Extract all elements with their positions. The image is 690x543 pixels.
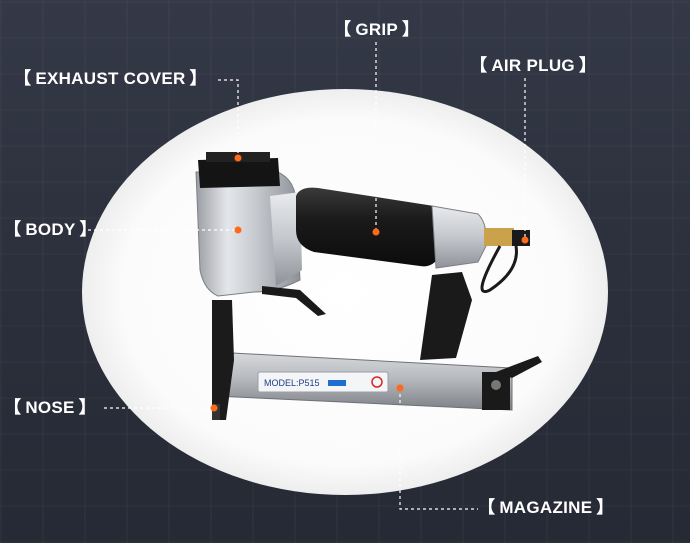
label-magazine-text: MAGAZINE (499, 498, 593, 517)
nose-column (212, 300, 234, 420)
label-exhaust-cover: 【EXHAUST COVER】 (14, 69, 207, 88)
spotlight-ellipse (82, 89, 608, 495)
rear-bracket (420, 272, 472, 360)
nail-gun (195, 152, 542, 420)
marker-nose (210, 404, 218, 412)
markers (210, 154, 529, 412)
leader-exhaust-cover (218, 79, 239, 158)
nose-tip (212, 404, 220, 420)
plate-blue-arrow (328, 380, 346, 386)
label-air-plug-text: AIR PLUG (491, 56, 575, 75)
label-nose: 【NOSE】 (4, 398, 97, 417)
label-grip-text: GRIP (355, 20, 399, 39)
label-grip: 【GRIP】 (334, 20, 420, 39)
model-plate-text: MODEL:P515 (264, 378, 320, 388)
marker-magazine (396, 384, 404, 392)
leader-lines (88, 42, 526, 510)
trigger (262, 286, 326, 316)
body-neck (270, 192, 302, 286)
marker-grip (372, 228, 380, 236)
magazine-end-cap (482, 372, 510, 410)
grip-handle (296, 187, 445, 267)
magazine-latch (496, 356, 542, 378)
label-air-plug: 【AIR PLUG】 (470, 56, 597, 75)
air-plug-hose-loop (480, 245, 518, 293)
label-exhaust-cover-text: EXHAUST COVER (35, 69, 186, 88)
leader-magazine (399, 388, 478, 510)
label-body: 【BODY】 (4, 220, 97, 239)
label-magazine: 【MAGAZINE】 (478, 498, 614, 517)
marker-exhaust-cover (234, 154, 242, 162)
label-body-text: BODY (25, 220, 76, 239)
air-plug-fitting (484, 228, 514, 246)
rear-housing (431, 205, 487, 269)
label-nose-text: NOSE (25, 398, 75, 417)
marker-body (234, 226, 242, 234)
end-cap-screw (491, 380, 501, 390)
plate-red-logo (371, 376, 383, 388)
exhaust-cover-cap (198, 158, 280, 188)
marker-air-plug (521, 236, 529, 244)
model-plate (257, 371, 389, 393)
